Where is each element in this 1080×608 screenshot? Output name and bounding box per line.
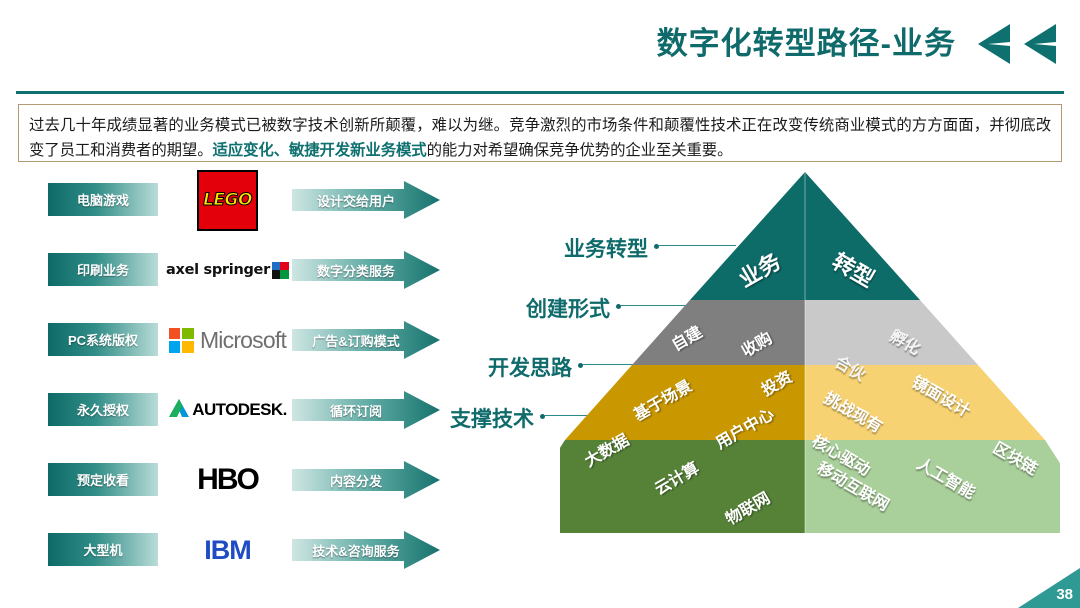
row-from-label: 永久授权 (48, 393, 158, 426)
page-title: 数字化转型路径-业务 (656, 26, 956, 61)
row-from-label: 印刷业务 (48, 253, 158, 286)
row-to-label: 技术&咨询服务 (312, 544, 400, 559)
axel-springer-mark-icon (271, 261, 289, 279)
tier-4-left-face (505, 440, 805, 533)
row-from-label: PC系统版权 (48, 323, 158, 356)
callout-label-business-transformation: 业务转型 (564, 238, 648, 261)
tier-2-right-face (805, 300, 978, 365)
row-arrow (292, 531, 440, 569)
callout-dot (540, 414, 545, 419)
tier-3-left-face (565, 365, 805, 440)
lego-logo-text: LEGO (203, 190, 253, 211)
microsoft-logo: Microsoft (160, 318, 295, 362)
double-chevron-left-icon (966, 22, 1062, 66)
autodesk-logo: AUTODESK. (160, 388, 295, 432)
hbo-logo-text: HBO (197, 463, 260, 496)
autodesk-mark-icon (168, 398, 190, 423)
row-arrow (292, 321, 440, 359)
row-to-label: 广告&订购模式 (312, 334, 400, 349)
ibm-logo-text: IBM (204, 534, 251, 565)
page-number: 38 (1056, 586, 1073, 603)
callout-connector (658, 245, 736, 247)
pyramid-svg (505, 172, 1080, 533)
tier-2-left-face (632, 300, 805, 365)
header-divider (16, 91, 1064, 94)
callout-label-development-approach: 开发思路 (488, 357, 572, 380)
page-corner (1018, 568, 1080, 608)
tier-1-left-face (690, 172, 805, 300)
lego-logo: LEGO (160, 169, 295, 231)
autodesk-logo-text: AUTODESK. (192, 400, 287, 419)
row-arrow (292, 461, 440, 499)
callout-label-supporting-technology: 支撑技术 (450, 408, 534, 431)
intro-text-part2: 的能力对希望确保竞争优势的企业至关重要。 (426, 142, 733, 159)
row-from-label: 电脑游戏 (48, 183, 158, 216)
axel-springer-logo: axel springer (160, 248, 295, 292)
axel-springer-logo-text: axel springer (166, 262, 270, 278)
tier-3-right-face (805, 365, 1045, 440)
tier-1-right-face (805, 172, 920, 300)
callout-dot (616, 304, 621, 309)
table-row: 大型机 IBM 技术&咨询服务 (0, 528, 470, 572)
row-arrow (292, 251, 440, 289)
row-from-label: 预定收看 (48, 463, 158, 496)
row-to-label: 循环订阅 (329, 404, 382, 419)
intro-highlight: 适应变化、敏捷开发新业务模式 (212, 142, 427, 159)
row-from-label: 大型机 (48, 533, 158, 566)
tier-4-right-face (805, 440, 1080, 533)
row-to-label: 设计交给用户 (316, 194, 395, 209)
intro-text-part1: 过去几十年成绩显著的业务模式已被数字技术创新所颠覆，难以为继。竞争激烈的市场条件… (29, 117, 1051, 159)
callout-connector (620, 305, 718, 307)
intro-paragraph: 过去几十年成绩显著的业务模式已被数字技术创新所颠覆，难以为继。竞争激烈的市场条件… (29, 113, 1051, 163)
table-row: PC系统版权 Microsoft 广告&订购模式 (0, 318, 470, 362)
table-row: 电脑游戏 LEGO 设计交给用户 (0, 169, 470, 231)
row-to-label: 数字分类服务 (316, 264, 395, 279)
intro-textbox: 过去几十年成绩显著的业务模式已被数字技术创新所颠覆，难以为继。竞争激烈的市场条件… (18, 104, 1062, 162)
row-arrow (292, 391, 440, 429)
microsoft-logo-text: Microsoft (199, 326, 287, 353)
callout-label-creation-form: 创建形式 (526, 298, 610, 321)
ibm-logo: IBM (160, 528, 295, 572)
row-to-label: 内容分发 (329, 474, 382, 489)
table-row: 永久授权 AUTODESK. 循环订阅 (0, 388, 470, 432)
transformation-rows: 电脑游戏 LEGO 设计交给用户 印刷业务 (0, 169, 470, 598)
callout-dot (578, 363, 583, 368)
row-arrow (292, 181, 440, 219)
table-row: 印刷业务 axel springer 数字分类服务 (0, 248, 470, 292)
hbo-logo: HBO (160, 458, 295, 502)
table-row: 预定收看 HBO 内容分发 (0, 458, 470, 502)
microsoft-mark-icon (168, 327, 194, 353)
pyramid-diagram: 业务 转型 自建 收购 投资 合伙 孵化 基于场景 用户中心 挑战现有 镜面设计… (505, 165, 1080, 545)
callout-dot (654, 244, 659, 249)
